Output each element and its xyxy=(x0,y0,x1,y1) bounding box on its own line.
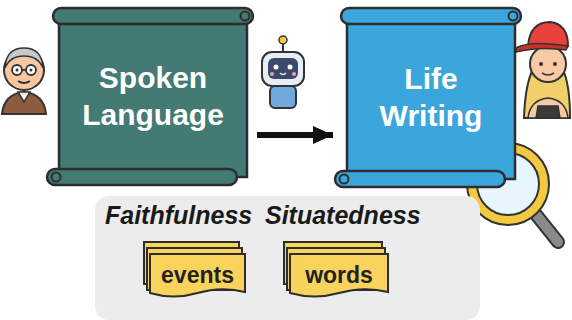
criterion-heading: Faithfulness xyxy=(105,200,265,230)
words-card: words xyxy=(290,254,388,296)
target-scroll: Life Writing xyxy=(333,5,525,195)
criterion-heading: Situatedness xyxy=(265,200,421,230)
scroll-title: Life Writing xyxy=(366,60,496,135)
woman-icon xyxy=(516,22,570,118)
card-label: words xyxy=(305,262,373,289)
flow-arrow xyxy=(257,132,333,138)
card-label: events xyxy=(161,262,234,289)
robot-icon xyxy=(262,36,304,108)
scroll-title: Spoken Language xyxy=(78,59,228,134)
source-scroll: Spoken Language xyxy=(45,5,257,193)
events-card: events xyxy=(150,254,245,296)
old-man-icon xyxy=(2,48,46,114)
criteria-panel: FaithfulnessSituatedness events words xyxy=(95,196,480,320)
